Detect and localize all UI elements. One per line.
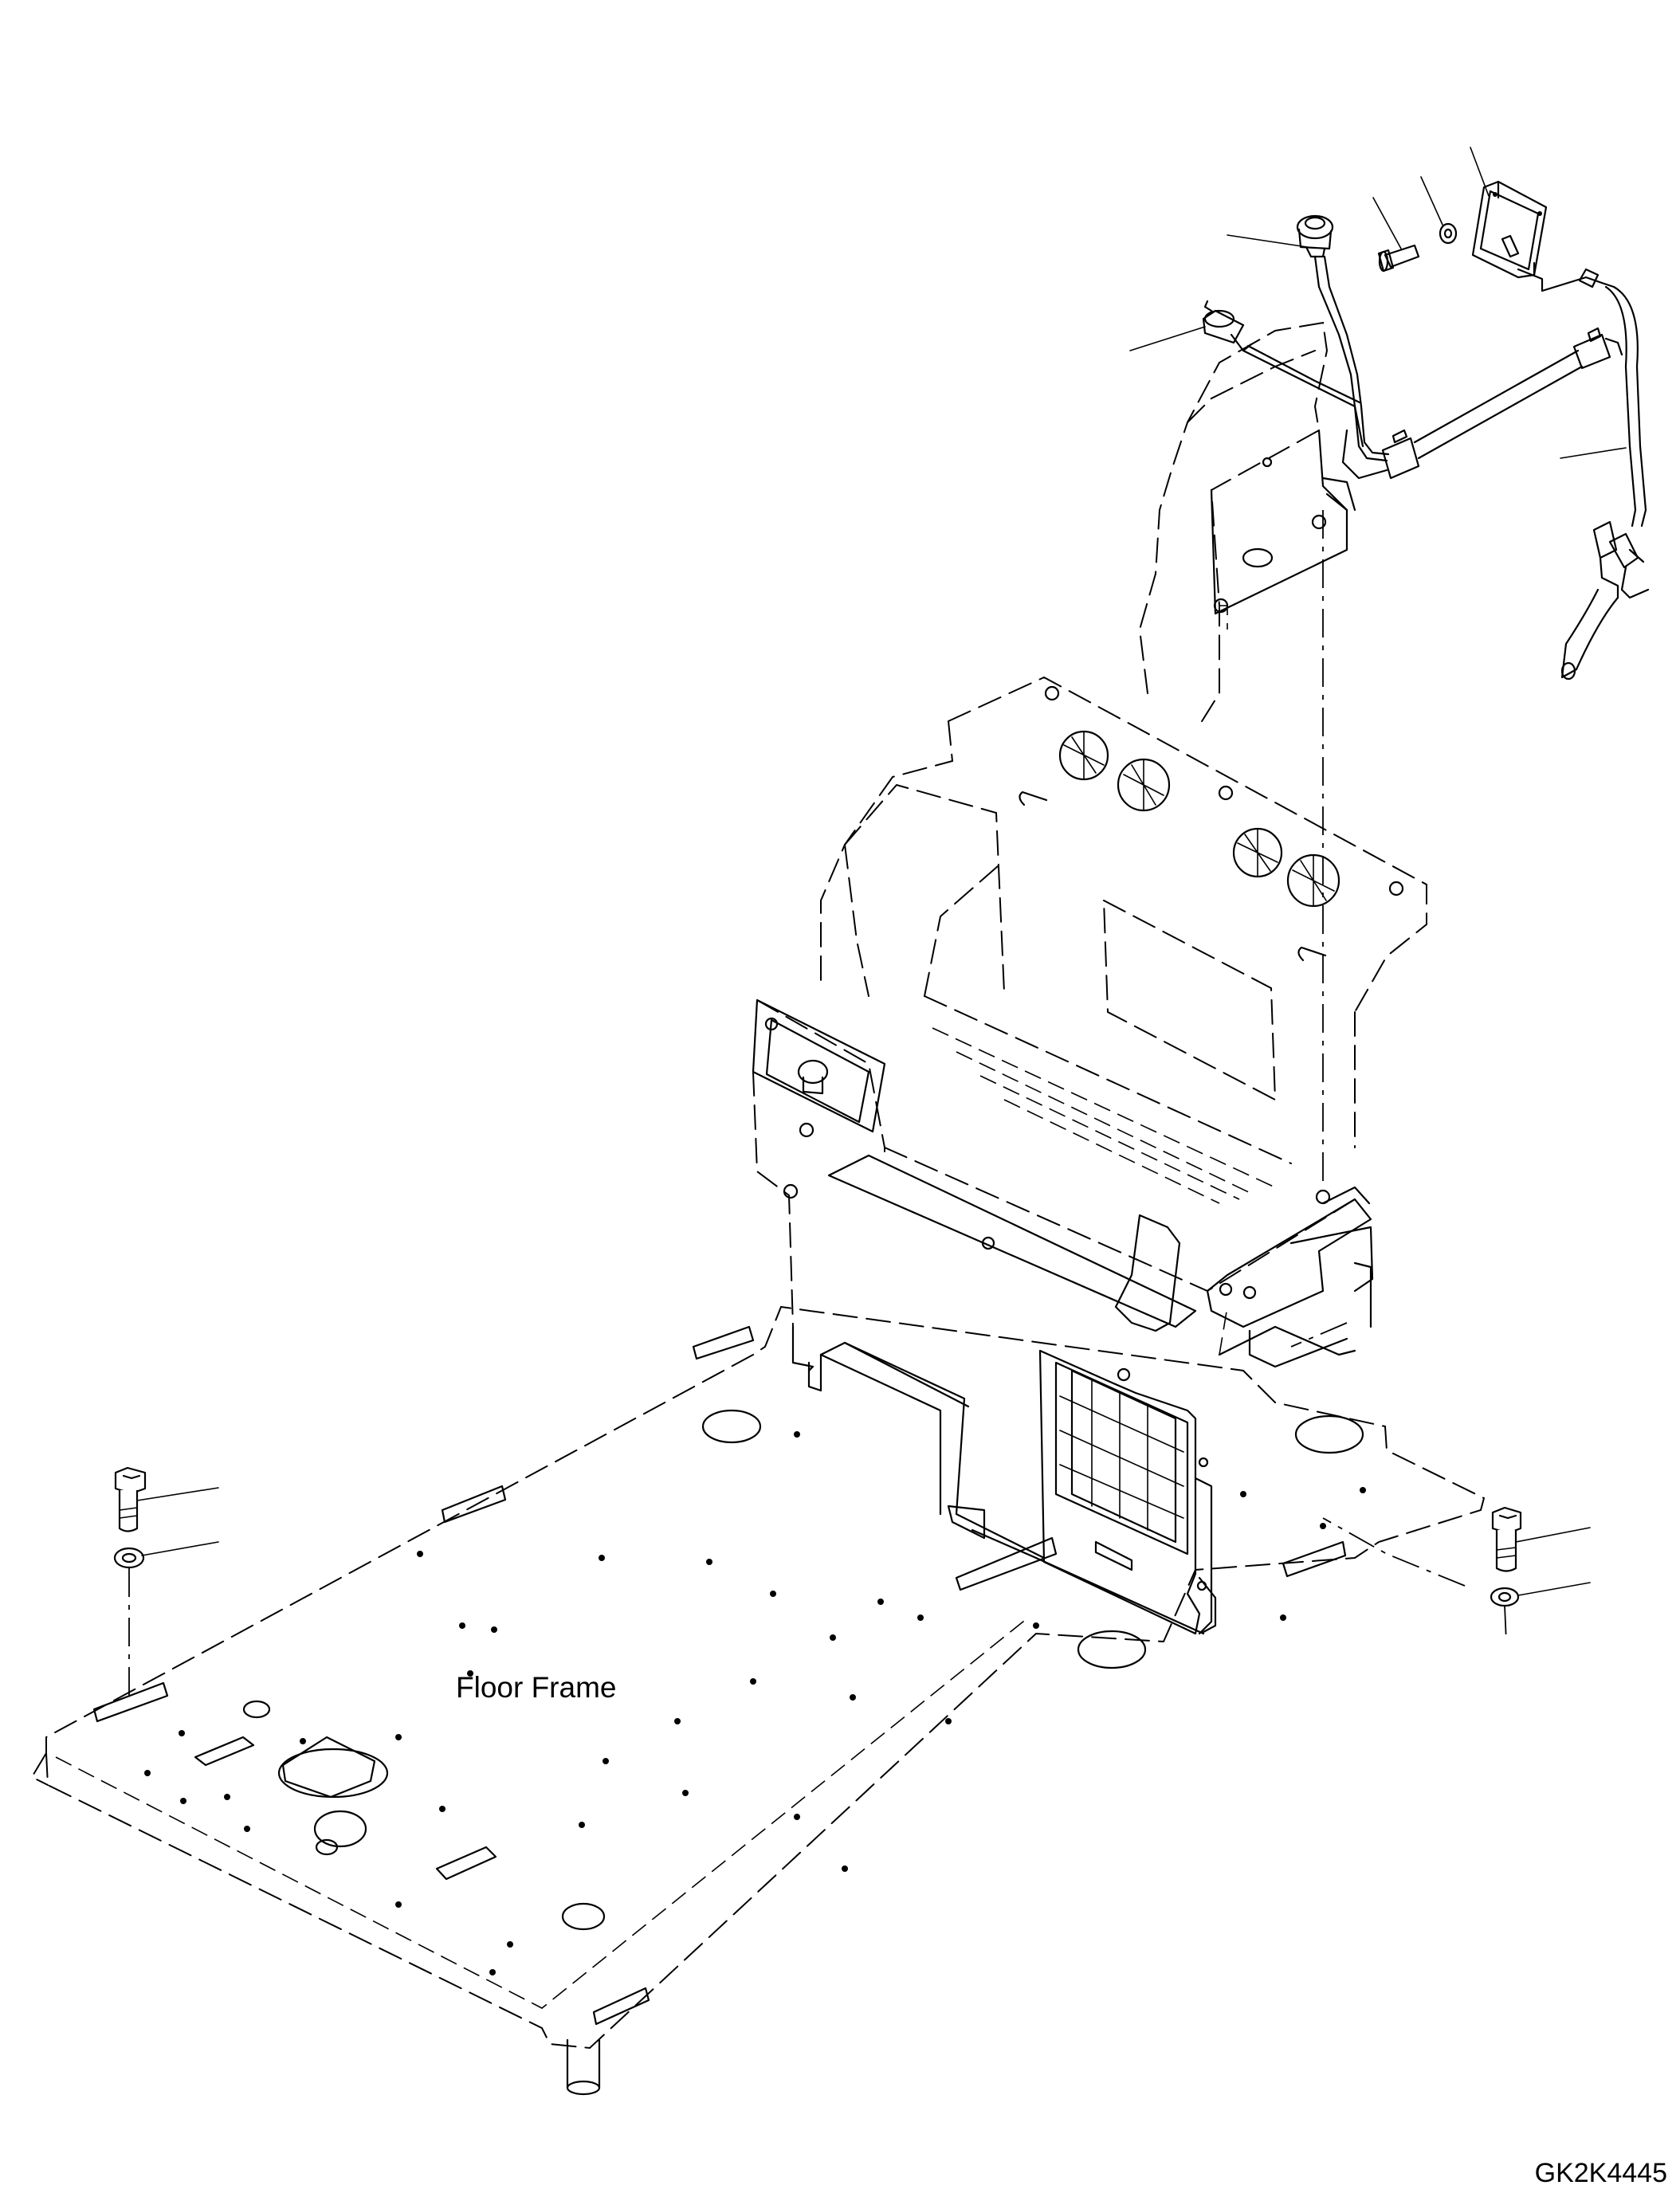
bolt-left	[114, 1466, 147, 1532]
wiring-harness	[1202, 214, 1650, 681]
seat-stand	[752, 676, 1427, 1635]
leader-lines	[136, 147, 1627, 1596]
screw	[1377, 244, 1420, 273]
floor-frame-plate	[30, 1305, 1486, 2096]
vent-grille-1	[1058, 730, 1109, 781]
floor-frame-label: Floor Frame	[456, 1671, 616, 1704]
washer	[1439, 222, 1458, 245]
vent-grille-4	[1286, 853, 1340, 908]
mounting-holes	[144, 1431, 1366, 1975]
drawing-code: GK2K4445	[1535, 2158, 1667, 2188]
key-switch	[797, 1059, 829, 1095]
harness-switch	[1202, 300, 1253, 352]
vent-grille-3	[1232, 827, 1283, 878]
power-socket	[1296, 214, 1334, 258]
upper-panel	[1138, 321, 1356, 726]
bolt-right	[1491, 1506, 1522, 1572]
washer-left	[113, 1547, 145, 1569]
washer-right	[1490, 1587, 1520, 1607]
vent-grille-2	[1117, 758, 1171, 812]
assembly-lines	[128, 510, 1507, 1696]
air-filter-grille	[1038, 1349, 1217, 1635]
mounting-box	[1471, 180, 1548, 279]
deck-bolts	[1044, 685, 1404, 896]
